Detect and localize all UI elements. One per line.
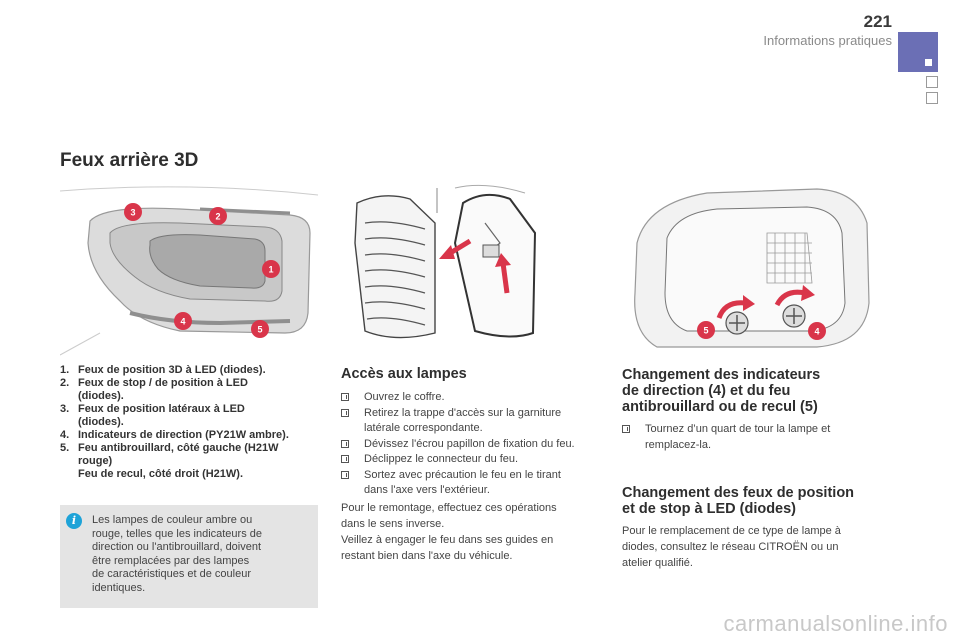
legend-item: 5.Feu antibrouillard, côté gauche (H21W … bbox=[60, 442, 279, 480]
checkbox-icon bbox=[341, 455, 349, 463]
callout-5: 5 bbox=[703, 326, 708, 336]
list-item: Dévissez l'écrou papillon de fixation du… bbox=[341, 437, 611, 453]
callout-4: 4 bbox=[814, 327, 819, 337]
chapter-tab-active[interactable] bbox=[898, 32, 938, 72]
chapter-tab[interactable] bbox=[926, 76, 938, 88]
legend-item: 1.Feux de position 3D à LED (diodes). bbox=[60, 364, 266, 376]
checkbox-icon bbox=[622, 425, 630, 433]
page-title: Feux arrière 3D bbox=[60, 150, 199, 171]
page-number: 221 bbox=[863, 12, 892, 31]
acces-paragraph: Pour le remontage, effectuez ces opérati… bbox=[341, 502, 557, 562]
callout-5: 5 bbox=[257, 325, 262, 335]
list-item: Sortez avec précaution le feu en le tira… bbox=[341, 468, 611, 499]
legend-item: 2.Feux de stop / de position à LED (diod… bbox=[60, 377, 248, 402]
rear-lamp-figure: 1 2 3 4 5 bbox=[60, 183, 322, 358]
section-title-acces: Accès aux lampes bbox=[341, 366, 467, 382]
chapter-tab[interactable] bbox=[926, 92, 938, 104]
callout-3: 3 bbox=[130, 208, 135, 218]
bulb-holder-figure: 5 4 bbox=[617, 183, 889, 358]
section-name: Informations pratiques bbox=[763, 33, 892, 48]
callout-4: 4 bbox=[180, 317, 185, 327]
access-panel-figure bbox=[335, 183, 607, 358]
checkbox-icon bbox=[341, 408, 349, 417]
list-item: Tournez d’un quart de tour la lampe et r… bbox=[622, 422, 892, 453]
list-item: Déclippez le connecteur du feu. bbox=[341, 452, 611, 468]
list-item: Ouvrez le coffre. bbox=[341, 390, 611, 406]
led-paragraph: Pour le remplacement de ce type de lampe… bbox=[622, 525, 841, 569]
info-icon: i bbox=[66, 513, 82, 529]
legend-item: 4.Indicateurs de direction (PY21W ambre)… bbox=[60, 429, 289, 441]
watermark: carmanualsonline.info bbox=[723, 611, 948, 636]
section-title-led: Changement des feux de position et de st… bbox=[622, 485, 855, 517]
info-box: i Les lampes de couleur ambre ou rouge, … bbox=[60, 505, 318, 608]
section-title-direction: Changement des indicateurs de direction … bbox=[622, 367, 821, 415]
checkbox-icon bbox=[341, 393, 349, 401]
lamp-legend: 1.Feux de position 3D à LED (diodes). 2.… bbox=[60, 364, 322, 481]
acces-steps: Ouvrez le coffre. Retirez la trappe d'ac… bbox=[341, 390, 611, 499]
callout-1: 1 bbox=[268, 265, 273, 275]
direction-steps: Tournez d’un quart de tour la lampe et r… bbox=[622, 422, 892, 453]
list-item: Retirez la trappe d'accès sur la garnitu… bbox=[341, 406, 611, 437]
callout-2: 2 bbox=[215, 212, 220, 222]
checkbox-icon bbox=[341, 439, 349, 448]
legend-item: 3.Feux de position latéraux à LED (diode… bbox=[60, 403, 245, 428]
info-text: Les lampes de couleur ambre ou rouge, te… bbox=[92, 514, 262, 594]
checkbox-icon bbox=[341, 470, 349, 479]
